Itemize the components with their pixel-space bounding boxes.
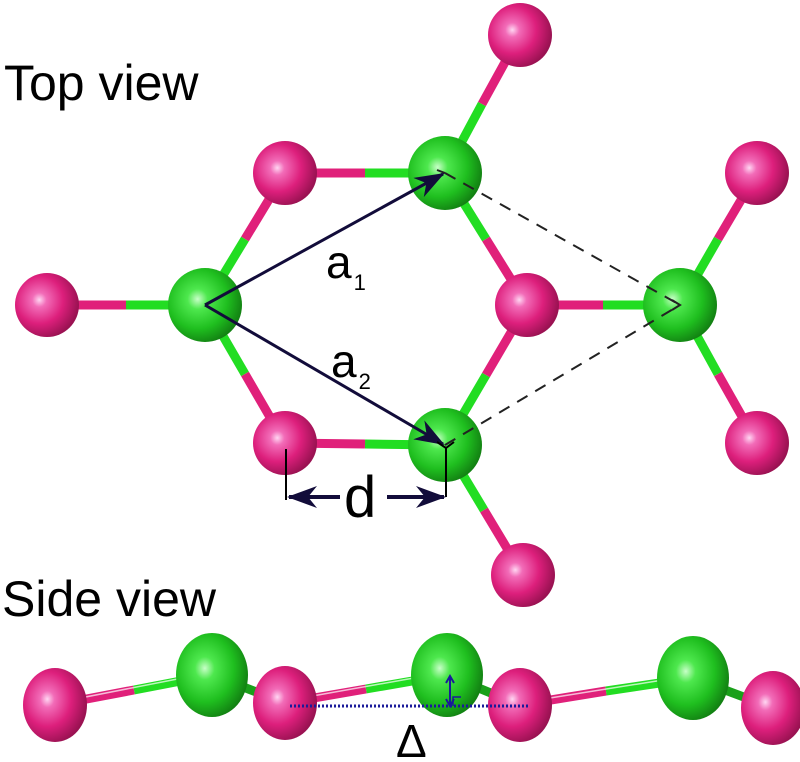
- buckling-delta: Δ: [290, 673, 528, 762]
- pink-atom: [253, 141, 317, 205]
- pink-atom: [725, 141, 789, 205]
- d-dimension: d: [285, 441, 455, 530]
- pink-atom: [725, 411, 789, 475]
- green-atom: [176, 633, 248, 717]
- a2-arrow: [204, 303, 445, 446]
- a2-label: a2: [331, 335, 371, 394]
- side-view-atoms: [23, 633, 800, 745]
- a1-label: a1: [326, 236, 366, 295]
- unit-cell-dashed-lines: [436, 169, 682, 446]
- pink-atom: [495, 273, 559, 337]
- side-view-title: Side view: [2, 571, 216, 627]
- a1-arrow: [204, 172, 445, 307]
- top-view-title: Top view: [4, 55, 199, 111]
- pink-atom: [253, 411, 317, 475]
- top-view-pink-atoms: [15, 3, 789, 607]
- d-label: d: [344, 465, 376, 530]
- pink-atom: [253, 666, 317, 740]
- pink-atom: [491, 543, 555, 607]
- lattice-vectors: a1 a2: [204, 172, 445, 446]
- pink-atom: [488, 3, 552, 67]
- green-atom: [411, 633, 483, 717]
- pink-atom: [23, 668, 87, 742]
- pink-atom: [741, 671, 800, 745]
- delta-label: Δ: [396, 715, 427, 762]
- green-atom: [657, 636, 729, 720]
- pink-atom: [15, 273, 79, 337]
